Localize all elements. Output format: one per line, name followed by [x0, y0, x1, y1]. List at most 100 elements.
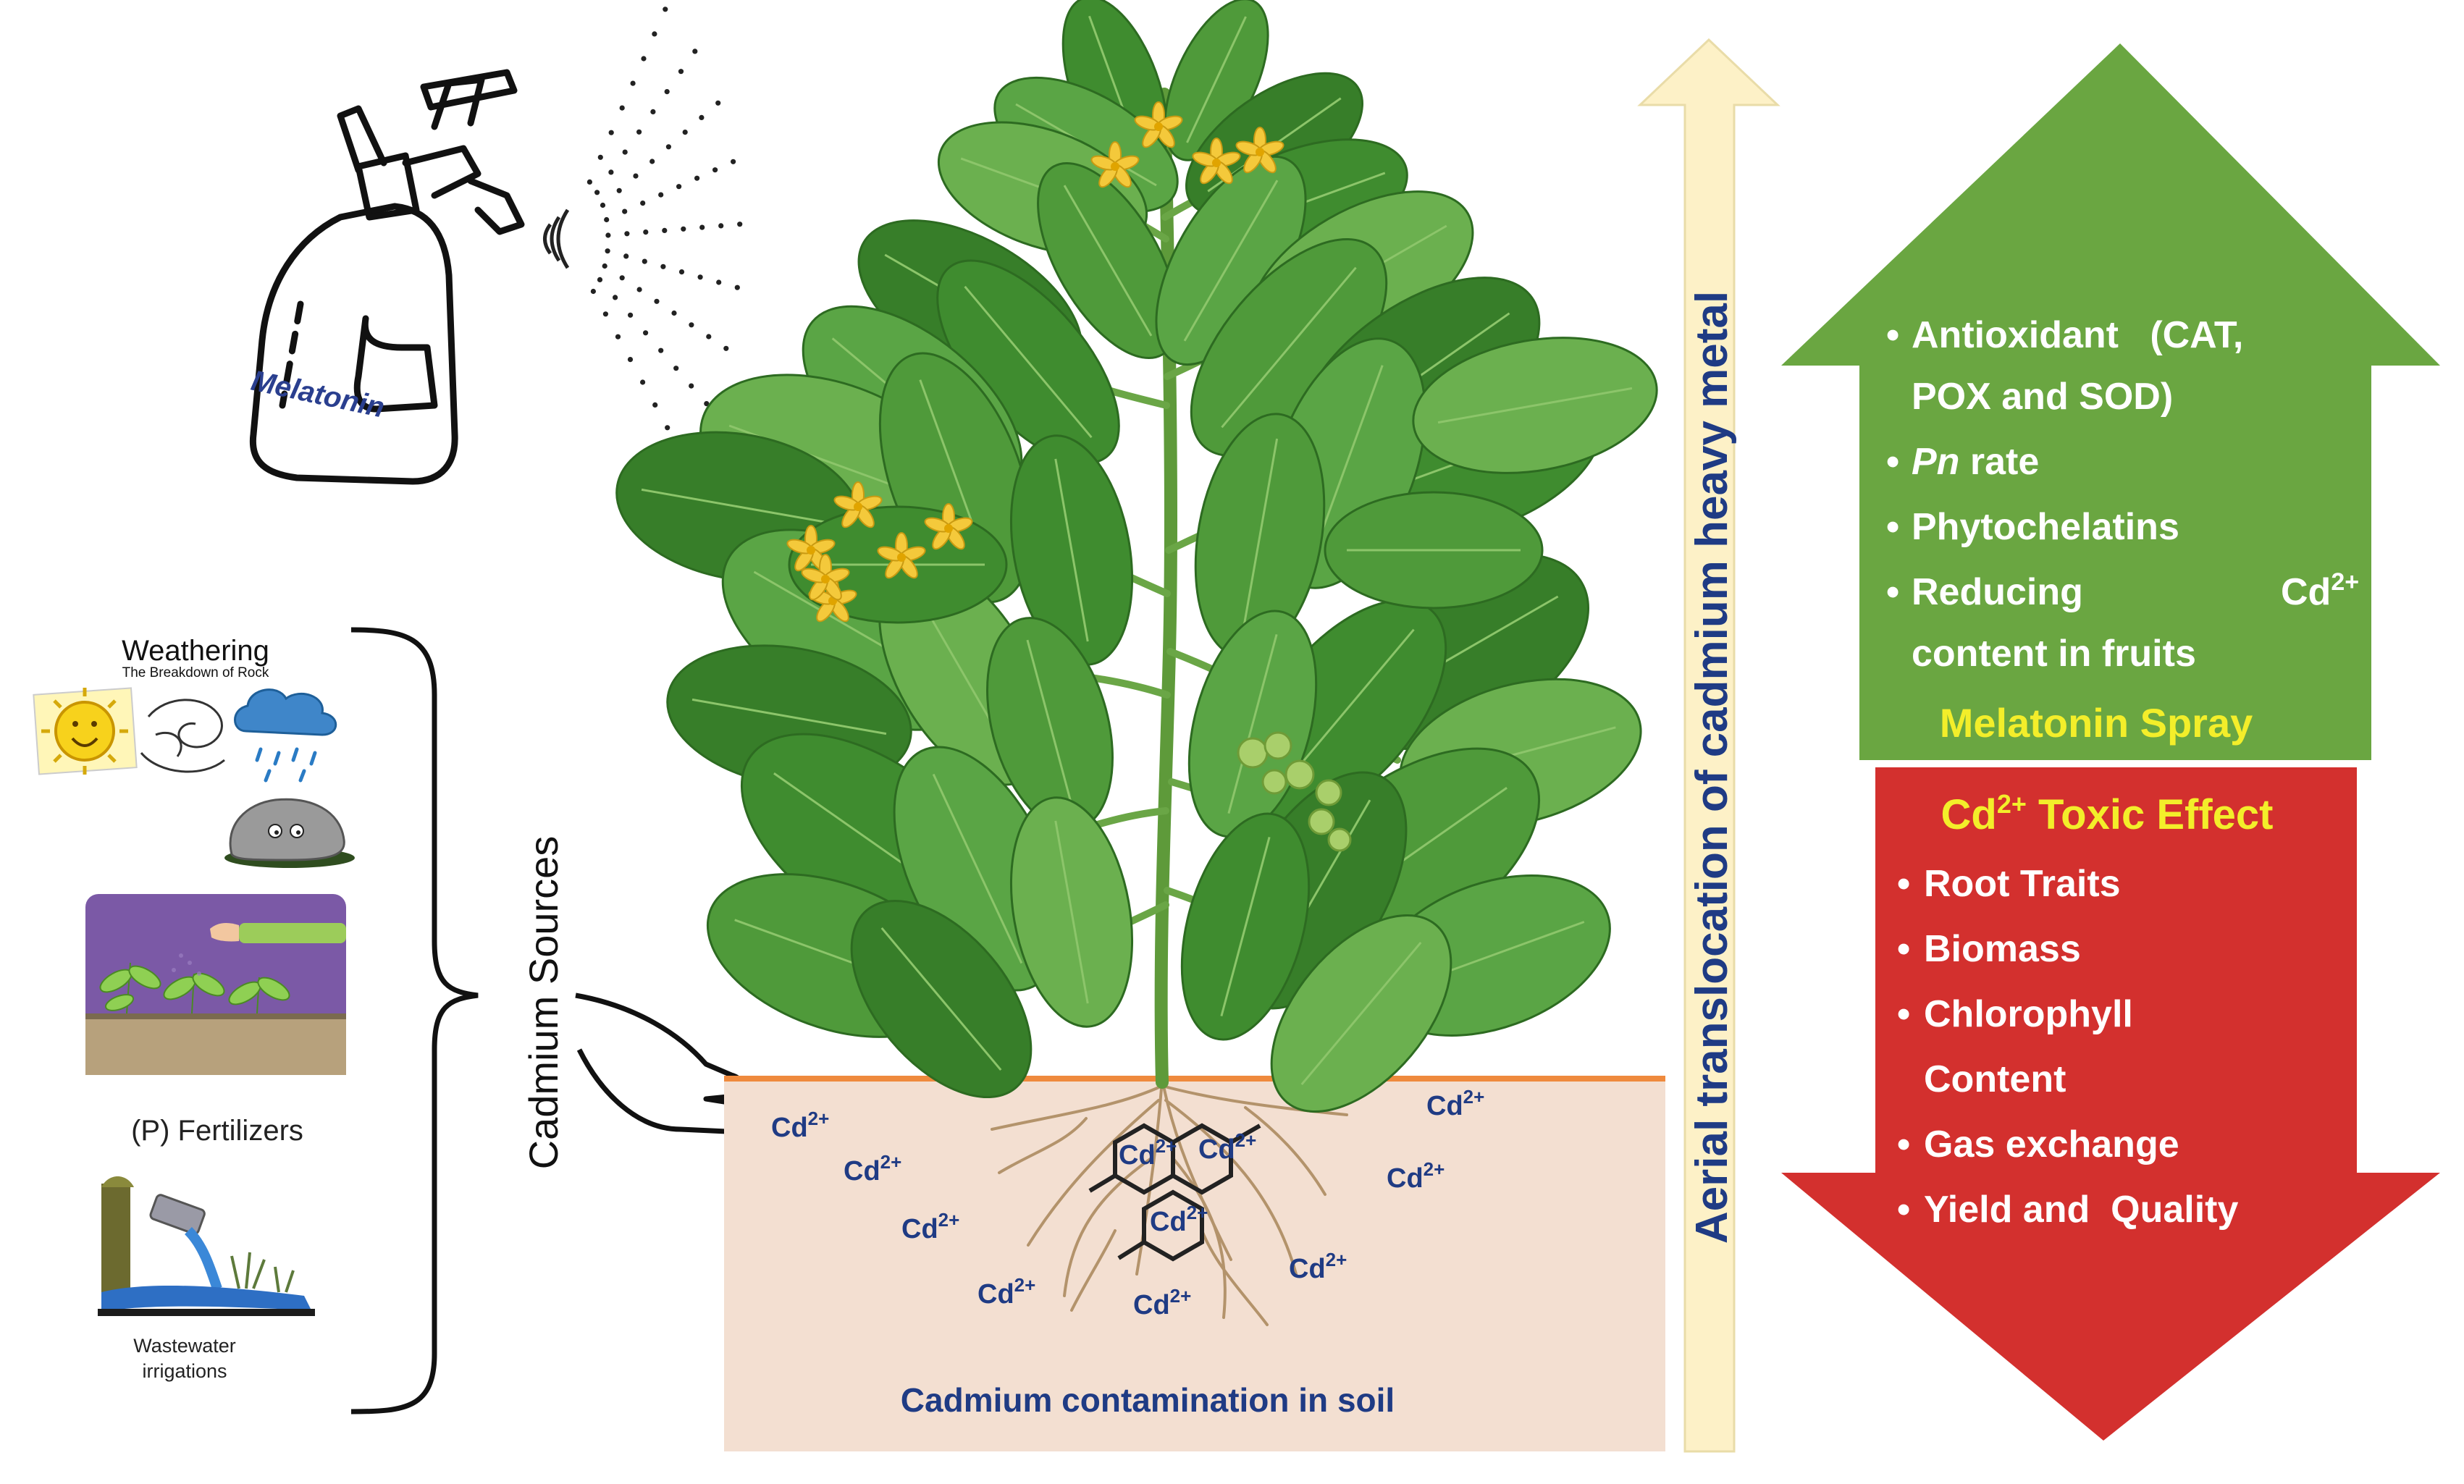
- complex-cadmium-ion-label: Cd2+: [1198, 1129, 1256, 1165]
- cadmium-ion-label: Cd2+: [844, 1151, 901, 1186]
- spray-dot: [652, 402, 658, 408]
- toxic-item-3: Chlorophyll: [1924, 993, 2133, 1035]
- soil-block: [724, 1079, 1665, 1451]
- toxic-item-5-bullet: •: [1897, 1189, 1910, 1231]
- cadmium-ion-label: Cd2+: [1387, 1158, 1445, 1194]
- translocation-arrow[interactable]: Aerial translocation of cadmium heavy me…: [1637, 38, 1780, 1453]
- spray-dot: [704, 401, 710, 407]
- spray-dot: [624, 231, 630, 237]
- spray-dot: [694, 175, 700, 181]
- wastewater-source: Wastewater irrigations: [98, 1176, 315, 1382]
- spray-dot: [622, 149, 628, 155]
- spray-dot: [681, 226, 686, 232]
- spray-dot: [630, 80, 636, 86]
- leaf-vein: [1026, 639, 1074, 809]
- toxic-item-4: Gas exchange: [1924, 1123, 2179, 1165]
- weathering-subtitle: The Breakdown of Rock: [122, 665, 269, 680]
- sun-icon: [33, 687, 138, 775]
- leaf-vein: [1221, 266, 1357, 429]
- spray-dot: [650, 109, 656, 114]
- spray-dot: [636, 287, 642, 292]
- spray-dot: [608, 169, 614, 175]
- hand-icon: [575, 992, 775, 1136]
- spray-dot: [590, 288, 597, 295]
- spray-dot: [613, 295, 618, 300]
- spray-dot: [597, 277, 603, 282]
- flower-icon: [833, 481, 883, 528]
- leaf-vein: [1437, 387, 1633, 424]
- leaf-vein: [1220, 836, 1271, 1017]
- cadmium-ion-label: Cd2+: [771, 1108, 829, 1143]
- spray-dot: [602, 311, 609, 317]
- melatonin-item-3: Phytochelatins: [1912, 506, 2179, 548]
- toxic-item-2: Biomass: [1924, 928, 2081, 970]
- spray-dot: [640, 379, 646, 385]
- leaf-vein: [1054, 458, 1089, 642]
- fertilizer-source: (P) Fertilizers: [85, 894, 346, 1147]
- melatonin-arrow-shape: [1781, 43, 2440, 760]
- melatonin-panel-title: Melatonin Spray: [1940, 700, 2253, 746]
- soil-caption: Cadmium contamination in soil: [901, 1381, 1395, 1419]
- fertilizer-label: (P) Fertilizers: [131, 1115, 303, 1147]
- toxic-item-3-continued: Content: [1924, 1058, 2066, 1100]
- melatonin-effects-panel: • Antioxidant (CAT, POX and SOD) • Pn ra…: [1781, 43, 2440, 760]
- toxic-item-3-bullet: •: [1897, 993, 1910, 1035]
- spray-dot: [642, 258, 647, 264]
- leaf-vein: [691, 698, 887, 735]
- leaf-vein: [1186, 16, 1247, 143]
- wastewater-label-line2: irrigations: [142, 1360, 227, 1382]
- spray-dot: [665, 425, 670, 431]
- spray-dot: [600, 202, 606, 208]
- leaf-vein: [932, 773, 1023, 964]
- toxic-item-1-bullet: •: [1897, 863, 1910, 905]
- spray-dot: [643, 330, 649, 336]
- spray-dot: [586, 179, 593, 185]
- flower-icon: [1192, 138, 1241, 185]
- leaf-vein: [1183, 180, 1279, 342]
- spray-dot: [597, 154, 603, 160]
- soil-region: Cd2+Cd2+Cd2+ Cd2+Cd2+Cd2+Cd2+Cd2+Cd2+Cd2…: [724, 1076, 1665, 1451]
- weathering-title: Weathering: [122, 635, 269, 667]
- spray-dot: [658, 347, 664, 353]
- toxic-item-1: Root Traits: [1924, 863, 2121, 905]
- sources-brace: [350, 627, 479, 1415]
- melatonin-item-1-bullet: •: [1886, 314, 1899, 356]
- spray-dot: [678, 69, 684, 75]
- melatonin-item-4-ion: Cd2+: [2281, 568, 2359, 613]
- spray-dot: [665, 144, 672, 150]
- spray-dot: [662, 227, 668, 233]
- melatonin-item-2-bullet: •: [1886, 441, 1899, 483]
- melatonin-item-2: Pn rate: [1912, 441, 2039, 483]
- spray-dot: [615, 334, 621, 340]
- spray-dot: [663, 7, 668, 12]
- wind-icon: [140, 699, 225, 773]
- flower-icon: [1090, 141, 1140, 188]
- spray-dot: [689, 322, 694, 328]
- spray-dot: [628, 312, 634, 318]
- translocation-arrow-label: Aerial translocation of cadmium heavy me…: [1687, 291, 1737, 1244]
- spray-dot: [692, 49, 698, 54]
- leaf-vein: [880, 927, 1002, 1071]
- leaf-vein: [1054, 820, 1089, 1004]
- spray-dot: [619, 275, 625, 281]
- toxic-item-2-bullet: •: [1897, 928, 1910, 970]
- spray-dot: [641, 56, 647, 62]
- spray-dot: [654, 298, 660, 304]
- leaf-vein: [1300, 941, 1422, 1086]
- rock-icon: [224, 798, 355, 868]
- flower-icon: [1235, 127, 1284, 174]
- spray-dot: [643, 229, 649, 235]
- spray-dot: [671, 310, 677, 316]
- spray-dot: [712, 167, 718, 173]
- spray-dot: [673, 366, 679, 371]
- spray-dot: [699, 114, 705, 120]
- translocation-arrow-shape: [1637, 38, 1780, 1453]
- complex-cadmium-ion-label: Cd2+: [1150, 1202, 1208, 1237]
- spray-dot: [664, 89, 670, 95]
- plant-leaves: [615, 0, 1658, 1113]
- spray-dot: [619, 105, 625, 111]
- leaf-vein: [1227, 633, 1278, 814]
- spray-dot: [734, 284, 740, 290]
- cadmium-complex-icon: [1088, 1123, 1261, 1262]
- spray-dot: [660, 264, 666, 269]
